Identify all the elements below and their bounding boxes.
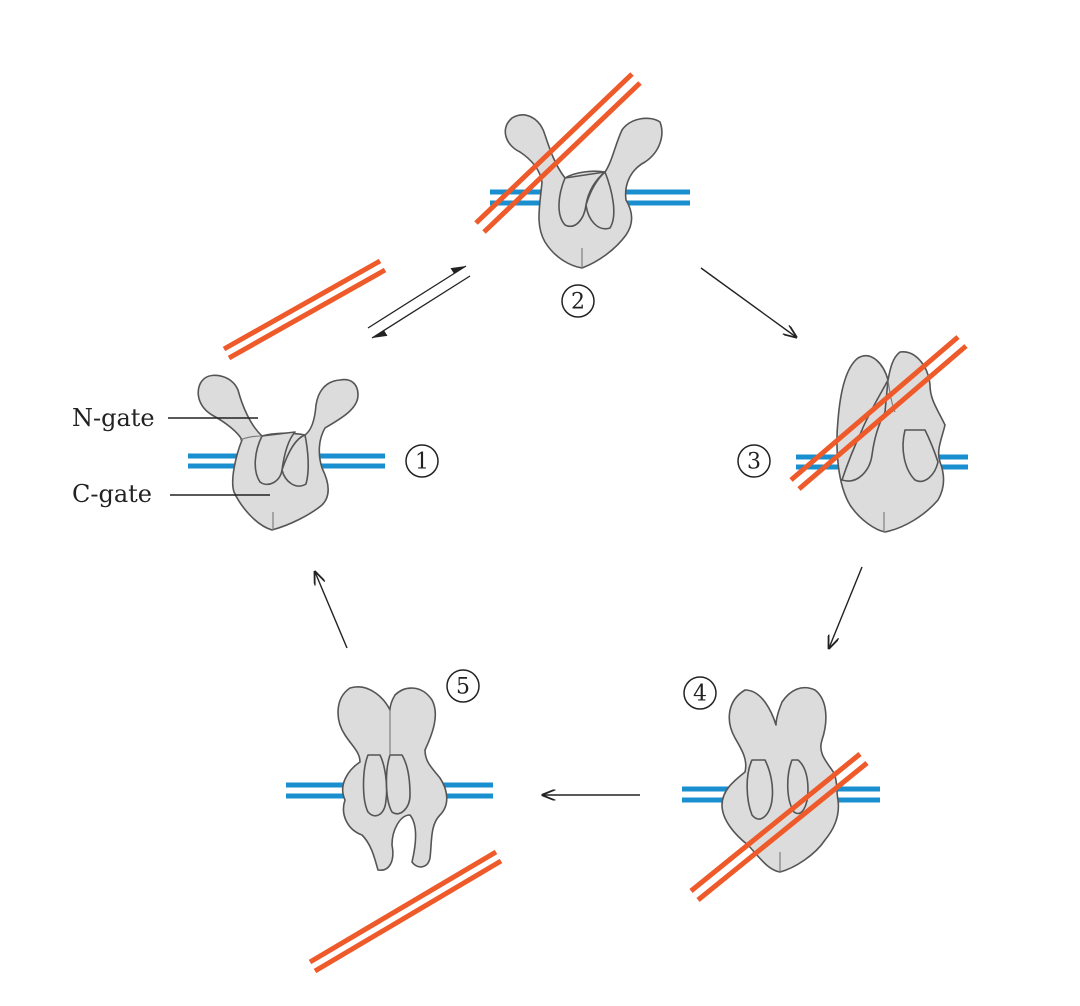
step-number-5: 5 [446,669,480,703]
equilibrium-arrows-1-2 [367,265,471,339]
svg-text:4: 4 [693,682,707,707]
c-gate-label: C-gate [72,480,152,508]
step-number-3: 3 [737,444,771,478]
step-number-1: 1 [405,444,439,478]
t-segment-dna-2 [474,72,642,234]
n-gate-label: N-gate [72,404,155,432]
t-segment-dna-released [308,849,503,974]
svg-text:5: 5 [456,675,470,700]
state-2: 2 [474,72,690,318]
t-segment-dna-4 [689,752,869,902]
topoisomerase-protein-4 [721,686,840,873]
step-number-4: 4 [683,676,717,710]
arrow-3-to-4 [829,566,863,648]
state-3: 3 [737,335,968,533]
state-1: N-gate C-gate 1 [72,374,439,531]
t-segment-dna-3 [789,335,968,491]
topoisomerase-protein-3 [836,351,946,533]
svg-text:3: 3 [747,450,761,475]
svg-text:1: 1 [415,450,429,475]
step-number-2: 2 [561,284,595,318]
arrow-5-to-1 [315,572,348,649]
state-5: 5 [286,669,493,871]
state-4: 4 [682,676,880,902]
t-segment-dna-free-1 [222,258,387,361]
svg-text:2: 2 [571,290,585,315]
arrow-2-to-3 [700,267,796,337]
